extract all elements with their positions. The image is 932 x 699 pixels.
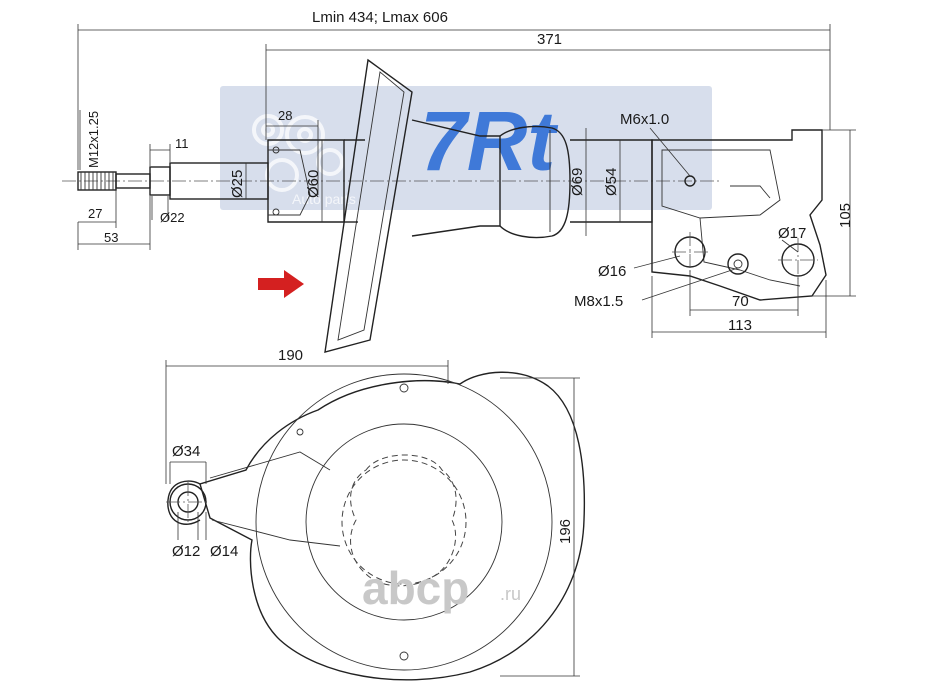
dim-dia54: Ø54 (603, 168, 620, 196)
dim-thread: M12x1.25 (86, 111, 101, 168)
spring-seat (324, 58, 413, 353)
watermark-brand: 7Rt (420, 94, 558, 188)
dim-11: 11 (175, 136, 189, 151)
dim-dia16: Ø16 (598, 263, 626, 280)
direction-arrow-icon (258, 270, 304, 298)
inner-ring (305, 423, 503, 621)
strut-side-view (62, 58, 827, 353)
dim-dia69: Ø69 (569, 168, 586, 196)
seat-outline (199, 371, 586, 681)
dim-m6: M6x1.0 (620, 111, 669, 128)
dim-dia60: Ø60 (305, 170, 322, 198)
spring-seat-plan-view (166, 371, 586, 681)
dim-dia17: Ø17 (778, 225, 806, 242)
center-cutout (350, 454, 457, 587)
dim-70: 70 (732, 293, 749, 310)
dim-length-range: Lmin 434; Lmax 606 (312, 9, 448, 26)
bottom-dimensions: 190 196 Ø34 Ø12 Ø14 (165, 347, 580, 677)
dim-371: 371 (537, 31, 562, 48)
watermark-sub: Auto parts (292, 191, 356, 207)
hidden-circle (341, 459, 467, 585)
dim-dia14: Ø14 (210, 543, 238, 560)
dim-105: 105 (837, 203, 854, 228)
watermark-panel (220, 86, 712, 210)
watermark-7rt: 7Rt Auto parts (220, 86, 712, 210)
watermark-site-main: abcp (362, 562, 469, 614)
dim-dia25: Ø25 (229, 170, 246, 198)
tube-bulge (499, 125, 571, 239)
dim-28: 28 (278, 108, 292, 123)
knuckle-bracket (651, 129, 827, 301)
dim-dia22: Ø22 (160, 210, 185, 225)
dim-113: 113 (728, 317, 752, 334)
gear-icon (252, 114, 344, 192)
dim-dia34: Ø34 (172, 443, 200, 460)
watermark-site-tld: .ru (500, 584, 521, 604)
watermark-abcp: abcp .ru (362, 562, 521, 614)
thread-hatch (80, 172, 114, 190)
dim-27: 27 (88, 206, 102, 221)
dim-m8: M8x1.5 (574, 293, 623, 310)
dim-dia12: Ø12 (172, 543, 200, 560)
dim-196: 196 (557, 519, 574, 544)
m8-hole (727, 253, 749, 275)
outer-ring (255, 373, 553, 671)
dim-53: 53 (104, 230, 118, 245)
dim-190: 190 (278, 347, 303, 364)
top-dimensions: Lmin 434; Lmax 606 371 M12x1.25 11 28 Ø2… (77, 9, 856, 338)
main-tube (344, 119, 501, 237)
